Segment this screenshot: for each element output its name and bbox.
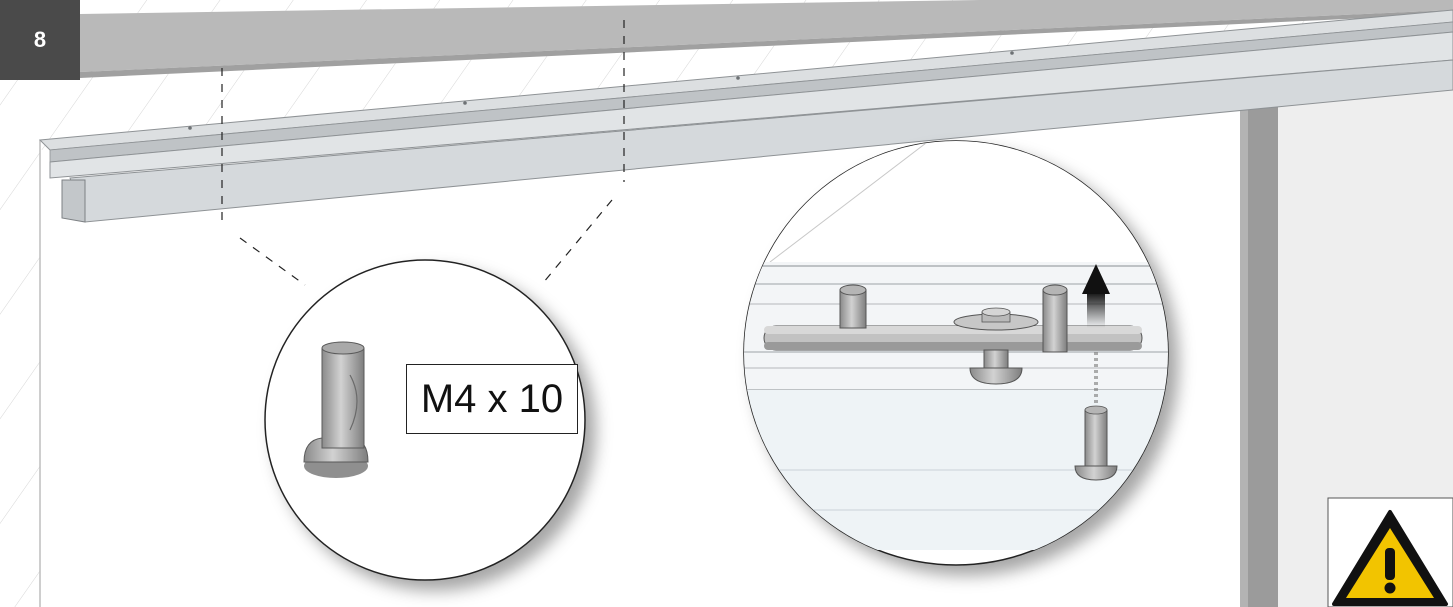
loose-screw-icon [1074,352,1118,481]
step-number-badge: 8 [0,0,80,80]
leader-lines [221,20,625,286]
upward-arrow-icon [1082,264,1110,328]
roller-washer [953,307,1039,331]
screw-icon [303,341,369,478]
roller-pin-right [1042,284,1068,353]
screw-spec-label: M4 x 10 [406,364,578,434]
roller-plate [763,325,1143,351]
roller-pin-left [839,284,867,329]
ceiling-beam [80,0,1453,78]
bolt-head [969,349,1023,385]
detail-circle-roller [743,140,1169,566]
warning-panel [1327,497,1453,607]
warning-triangle-icon [1332,510,1448,606]
track-rail [38,9,1453,223]
